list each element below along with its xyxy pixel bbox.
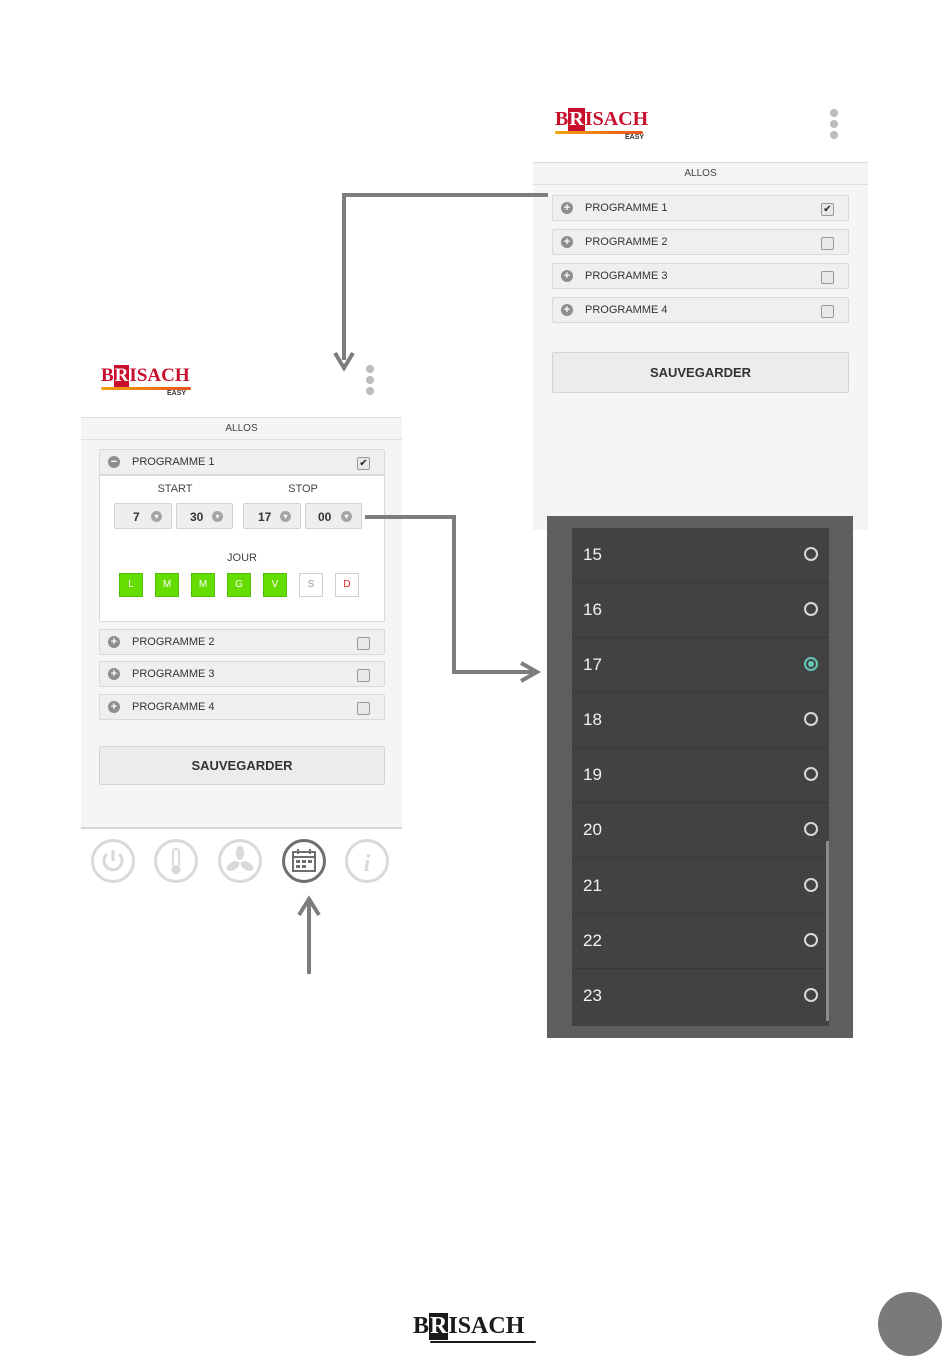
program-row-3[interactable]: + PROGRAMME 3 <box>99 661 385 687</box>
day-toggle-v[interactable]: V <box>263 573 287 597</box>
program-row-4[interactable]: + PROGRAMME 4 <box>552 297 849 323</box>
hour-option[interactable]: 22 <box>572 914 829 969</box>
program-checkbox[interactable] <box>821 271 834 284</box>
program-row-3[interactable]: + PROGRAMME 3 <box>552 263 849 289</box>
stop-label: STOP <box>268 483 338 495</box>
program-label: PROGRAMME 2 <box>132 635 215 649</box>
footer-swoosh <box>430 1341 536 1343</box>
program-label: PROGRAMME 4 <box>585 303 668 317</box>
scrollbar[interactable] <box>826 841 829 1021</box>
hour-option[interactable]: 20 <box>572 803 829 858</box>
brand-swoosh <box>555 131 643 134</box>
radio-icon[interactable] <box>804 602 818 616</box>
hour-option[interactable]: 21 <box>572 859 829 914</box>
program-row-4[interactable]: + PROGRAMME 4 <box>99 694 385 720</box>
chevron-down-icon: ▾ <box>341 511 352 522</box>
day-toggle-s[interactable]: S <box>299 573 323 597</box>
chevron-down-icon: ▾ <box>212 511 223 522</box>
hour-option[interactable]: 18 <box>572 693 829 748</box>
program-row-2[interactable]: + PROGRAMME 2 <box>99 629 385 655</box>
day-toggle-l[interactable]: L <box>119 573 143 597</box>
start-label: START <box>140 483 210 495</box>
footer-brand-logo: BRISACH <box>413 1313 524 1340</box>
program-row-1[interactable]: − PROGRAMME 1 ✔ <box>99 449 385 475</box>
day-toggle-m1[interactable]: M <box>155 573 179 597</box>
overflow-menu-icon[interactable] <box>830 109 838 142</box>
program-label: PROGRAMME 4 <box>132 700 215 714</box>
calendar-icon[interactable] <box>282 839 326 883</box>
brand-swoosh <box>101 387 191 390</box>
page-number-badge <box>878 1292 942 1356</box>
screen-title: ALLOS <box>81 423 402 434</box>
start-minute-select[interactable]: 30 ▾ <box>176 503 233 529</box>
collapse-icon[interactable]: − <box>108 456 120 468</box>
radio-icon[interactable] <box>804 878 818 892</box>
hour-option[interactable]: 23 <box>572 969 829 1024</box>
app-header: BRISACH EASY <box>533 90 868 163</box>
overflow-menu-icon[interactable] <box>366 365 374 398</box>
program-checkbox[interactable] <box>357 702 370 715</box>
stop-minute-select[interactable]: 00 ▾ <box>305 503 362 529</box>
program-checkbox[interactable] <box>821 305 834 318</box>
program-checkbox[interactable] <box>821 237 834 250</box>
fan-icon[interactable] <box>218 839 262 883</box>
hour-option[interactable]: 19 <box>572 748 829 803</box>
expand-icon[interactable]: + <box>108 701 120 713</box>
expand-icon[interactable]: + <box>108 668 120 680</box>
app-screen-expanded: BRISACH EASY ALLOS − PROGRAMME 1 ✔ START… <box>81 350 402 900</box>
bottom-navigation: i <box>81 827 402 900</box>
thermometer-icon[interactable] <box>154 839 198 883</box>
program-checkbox[interactable]: ✔ <box>357 457 370 470</box>
program-checkbox[interactable]: ✔ <box>821 203 834 216</box>
hour-option-selected[interactable]: 17 <box>572 638 829 693</box>
program-label: PROGRAMME 3 <box>585 269 668 283</box>
radio-icon[interactable] <box>804 767 818 781</box>
day-label: JOUR <box>207 552 277 564</box>
expand-icon[interactable]: + <box>108 636 120 648</box>
chevron-down-icon: ▾ <box>151 511 162 522</box>
hour-picker-list[interactable]: 15 16 17 18 19 20 21 22 23 <box>572 528 829 1026</box>
stop-hour-select[interactable]: 17 ▾ <box>243 503 301 529</box>
day-toggle-g[interactable]: G <box>227 573 251 597</box>
screen-title: ALLOS <box>533 168 868 179</box>
program-1-details: START STOP 7 ▾ 30 ▾ 17 ▾ 00 ▾ JOUR L M M… <box>99 475 385 622</box>
svg-text:i: i <box>364 851 371 877</box>
day-toggle-m2[interactable]: M <box>191 573 215 597</box>
save-button[interactable]: SAUVEGARDER <box>552 352 849 393</box>
program-label: PROGRAMME 2 <box>585 235 668 249</box>
hour-option[interactable]: 16 <box>572 583 829 638</box>
program-label: PROGRAMME 1 <box>585 201 668 215</box>
radio-icon[interactable] <box>804 547 818 561</box>
hour-option[interactable]: 15 <box>572 528 829 583</box>
program-label: PROGRAMME 3 <box>132 667 215 681</box>
expand-icon[interactable]: + <box>561 270 573 282</box>
day-toggle-d[interactable]: D <box>335 573 359 597</box>
start-hour-select[interactable]: 7 ▾ <box>114 503 172 529</box>
radio-icon[interactable] <box>804 988 818 1002</box>
program-row-1[interactable]: + PROGRAMME 1 ✔ <box>552 195 849 221</box>
radio-icon[interactable] <box>804 933 818 947</box>
brand-logo: BRISACH EASY <box>555 108 648 131</box>
program-row-2[interactable]: + PROGRAMME 2 <box>552 229 849 255</box>
hour-picker-overlay: 15 16 17 18 19 20 21 22 23 <box>547 516 853 1038</box>
radio-icon[interactable] <box>804 822 818 836</box>
brand-logo: BRISACH EASY <box>101 365 190 387</box>
info-icon[interactable]: i <box>345 839 389 883</box>
program-checkbox[interactable] <box>357 669 370 682</box>
expand-icon[interactable]: + <box>561 304 573 316</box>
radio-selected-icon[interactable] <box>804 657 818 671</box>
chevron-down-icon: ▾ <box>280 511 291 522</box>
program-checkbox[interactable] <box>357 637 370 650</box>
power-icon[interactable] <box>91 839 135 883</box>
app-screen-collapsed: BRISACH EASY ALLOS + PROGRAMME 1 ✔ + PRO… <box>533 90 868 530</box>
expand-icon[interactable]: + <box>561 236 573 248</box>
save-button[interactable]: SAUVEGARDER <box>99 746 385 785</box>
expand-icon[interactable]: + <box>561 202 573 214</box>
program-label: PROGRAMME 1 <box>132 455 215 469</box>
radio-icon[interactable] <box>804 712 818 726</box>
